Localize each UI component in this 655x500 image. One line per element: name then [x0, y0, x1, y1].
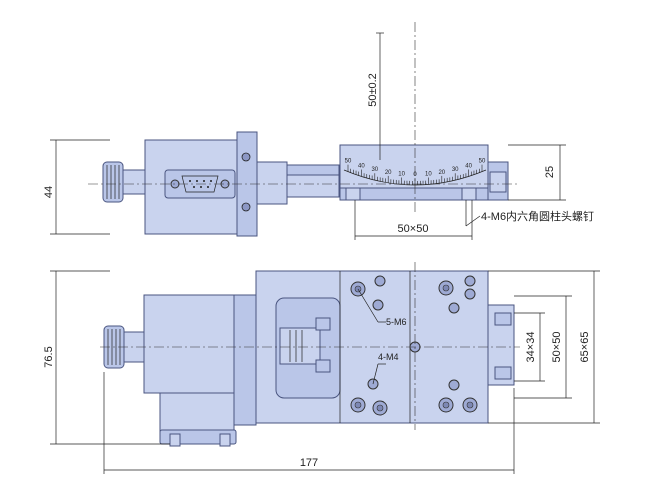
label-4-m4: 4-M4 — [378, 352, 399, 362]
scale-label: 50 — [345, 159, 352, 165]
label-5-m6: 5-M6 — [386, 317, 407, 327]
scale-label: 10 — [425, 171, 432, 177]
dim-177: 177 — [300, 457, 318, 469]
angle-scale-labels: 50 40 30 20 10 0 10 20 30 40 50 — [345, 159, 486, 178]
dim-76-5: 76.5 — [43, 346, 55, 367]
scale-label: 0 — [413, 172, 417, 178]
mounting-holes — [350, 275, 478, 416]
screw-note: 4-M6内六角圆柱头螺钉 — [481, 209, 594, 223]
scale-label: 20 — [385, 170, 392, 176]
dim-34x34: 34×34 — [525, 332, 537, 363]
scale-label: 40 — [358, 163, 365, 169]
scale-label: 10 — [398, 171, 405, 177]
dim-50-tol: 50±0.2 — [367, 73, 379, 107]
bottom-dimensions: 76.5 177 34×34 50×50 65×65 5-M6 4-M4 — [43, 270, 600, 474]
scale-label: 20 — [438, 170, 445, 176]
scale-label: 30 — [452, 167, 459, 173]
scale-label: 50 — [479, 159, 486, 165]
top-view: 50 40 30 20 10 0 10 20 30 40 50 — [88, 22, 520, 237]
bottom-view — [100, 262, 520, 447]
dim-50x50-top: 50×50 — [398, 223, 429, 235]
top-dimensions: 44 50±0.2 25 50×50 4-M6内六角圆柱头螺钉 — [43, 32, 594, 240]
scale-label: 30 — [371, 167, 378, 173]
dim-44: 44 — [43, 186, 55, 198]
scale-label: 40 — [465, 163, 472, 169]
knob-top — [102, 161, 124, 203]
angle-scale — [347, 164, 483, 185]
dim-25: 25 — [544, 166, 556, 178]
dim-65x65: 65×65 — [579, 332, 591, 363]
dim-50x50-side: 50×50 — [551, 332, 563, 363]
